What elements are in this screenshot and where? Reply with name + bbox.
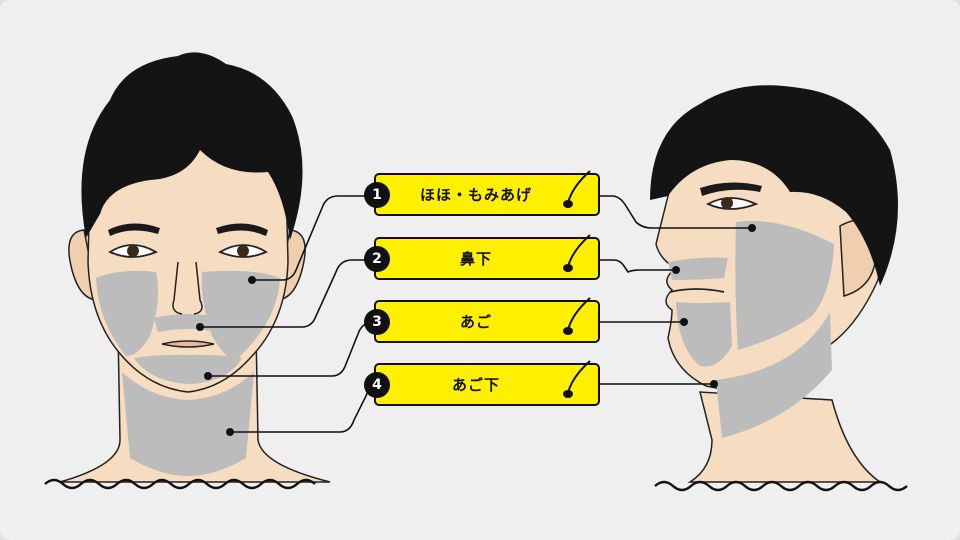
number-badge-3: 3 xyxy=(364,308,390,335)
dot-2-side xyxy=(672,266,680,274)
side-zone-cheek xyxy=(735,220,834,350)
hair-follicle-icon xyxy=(563,360,591,398)
dot-4-front xyxy=(226,428,234,436)
side-mouth xyxy=(669,288,725,293)
dot-3-front xyxy=(204,372,212,380)
connector-1-front xyxy=(252,195,374,281)
label-under-nose: 2 鼻下 xyxy=(364,234,600,280)
side-eyebrow xyxy=(700,182,762,196)
side-zone-neck xyxy=(716,312,832,438)
dot-1-front xyxy=(248,276,256,284)
dot-3-side xyxy=(680,318,688,326)
number-badge-2: 2 xyxy=(364,245,390,272)
label-cheek-sideburns: 1 ほほ・もみあげ xyxy=(364,170,600,216)
side-wave-line xyxy=(654,480,908,492)
side-face xyxy=(650,85,908,492)
front-hair xyxy=(81,52,303,240)
number-badge-4: 4 xyxy=(364,371,390,398)
connector-2-side xyxy=(600,259,676,274)
connector-2-front xyxy=(200,259,374,328)
number-badge-1: 1 xyxy=(364,181,390,208)
label-text-2: 鼻下 xyxy=(459,250,492,268)
front-mouth xyxy=(161,340,215,348)
hair-follicle-icon xyxy=(563,170,591,208)
front-nose xyxy=(172,261,203,315)
label-text-3: あご xyxy=(459,313,492,331)
front-eye-left xyxy=(108,244,159,258)
front-zone-cheek-right xyxy=(201,270,280,362)
side-zone-chin xyxy=(676,302,732,367)
label-text-4: あご下 xyxy=(451,376,500,394)
side-hair xyxy=(650,85,898,286)
side-zone-mustache xyxy=(668,257,728,280)
connector-dots xyxy=(196,224,756,436)
front-zone-cheek-left xyxy=(96,270,158,356)
dot-2-front xyxy=(196,323,204,331)
label-chin: 3 あご xyxy=(364,297,600,343)
front-eye-right xyxy=(217,244,268,258)
front-face xyxy=(44,52,331,490)
label-under-chin: 4 あご下 xyxy=(364,360,600,406)
front-eyebrow-right xyxy=(216,223,268,236)
front-wave-line xyxy=(44,478,316,490)
dot-4-side xyxy=(710,380,718,388)
dot-1-side xyxy=(748,224,756,232)
front-zone-neck xyxy=(122,372,254,476)
label-text-1: ほほ・もみあげ xyxy=(419,186,532,204)
hair-follicle-icon xyxy=(563,234,591,272)
hair-follicle-icon xyxy=(563,297,591,335)
front-eyebrow-left xyxy=(108,223,160,236)
side-eye xyxy=(705,197,759,210)
connector-1-side xyxy=(600,195,752,229)
